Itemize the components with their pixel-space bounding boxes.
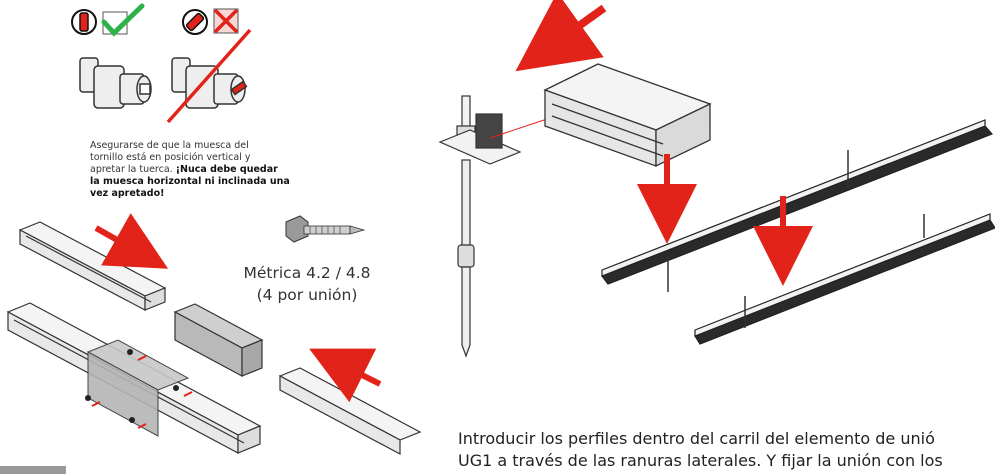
union-screws	[85, 349, 179, 423]
page-tab-marker	[0, 466, 66, 474]
laser-guide-line	[489, 117, 551, 139]
rail-long-upper	[601, 119, 994, 285]
self-drilling-screw-illustration	[285, 215, 366, 243]
rail-profile-upper-left	[18, 221, 167, 311]
hanger-bolt-illustration	[438, 95, 522, 358]
rail-profile-right-small	[278, 367, 422, 455]
note-line-3: apretar la tuerca.	[90, 164, 176, 175]
screw-per-union: (4 por unión)	[256, 286, 358, 304]
bolt-correct-illustration	[79, 57, 152, 109]
union-element-large	[543, 63, 712, 168]
screw-metric: Métrica 4.2 / 4.8	[243, 264, 371, 282]
notch-vertical-icon	[71, 9, 97, 35]
screw-spec: Métrica 4.2 / 4.8 (4 por unión)	[232, 262, 382, 306]
union-element-ug1-positioned	[86, 339, 190, 437]
union-element-ug1	[173, 303, 264, 378]
rail-mount-bolts	[667, 150, 925, 328]
instruction-line-1: Introducir los perfiles dentro del carri…	[458, 429, 935, 448]
bolt-wrong-illustration	[166, 28, 252, 124]
checkmark-icon	[101, 3, 145, 37]
note-warning-3: vez apretado!	[90, 188, 165, 199]
small-red-arrows	[91, 355, 193, 429]
note-line-1: Asegurarse de que la muesca del	[90, 140, 249, 151]
arrow-insert-right-rail	[309, 348, 382, 403]
notch-orientation-note: Asegurarse de que la muesca del tornillo…	[90, 140, 290, 200]
arrow-insert-left-rail	[94, 213, 169, 269]
rail-long-lower	[694, 213, 995, 345]
instruction-line-2: UG1 a través de las ranuras laterales. Y…	[458, 451, 943, 470]
note-warning-2: la muesca horizontal ni inclinada una	[90, 176, 290, 187]
cross-icon	[213, 8, 239, 34]
arrow-slide-union	[515, 0, 607, 72]
note-line-2: tornillo está en posición vertical y	[90, 152, 251, 163]
note-warning-1: ¡Nuca debe quedar	[175, 164, 278, 175]
instruction-text: Introducir los perfiles dentro del carri…	[458, 428, 995, 472]
notch-inclined-icon	[182, 9, 208, 35]
